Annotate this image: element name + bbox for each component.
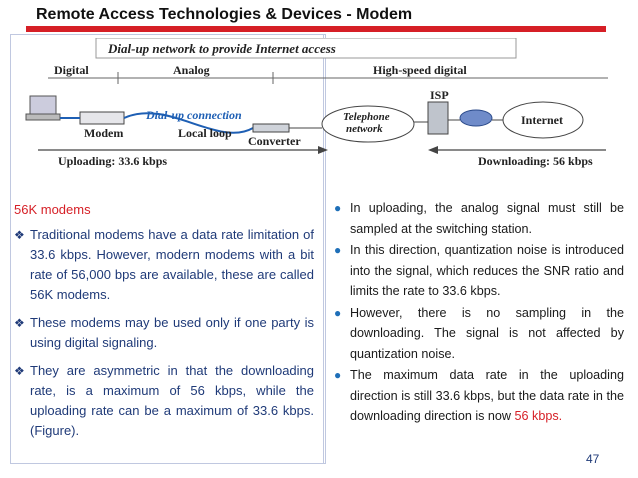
circle-bullet-icon: ● xyxy=(334,201,342,215)
circle-bullet-icon: ● xyxy=(334,243,342,257)
right-column: ● In uploading, the analog signal must s… xyxy=(334,198,624,428)
download-arrow-icon xyxy=(428,146,606,154)
label-dialup-connection: Dial-up connection xyxy=(146,108,242,122)
right-frame xyxy=(323,34,329,464)
right-bullet-text: However, there is no sampling in the dow… xyxy=(350,305,624,361)
segment-high-speed: High-speed digital xyxy=(373,63,467,77)
diamond-bullet-icon: ❖ xyxy=(14,364,25,378)
label-converter: Converter xyxy=(248,134,301,148)
circle-bullet-icon: ● xyxy=(334,368,342,382)
isp-server-icon xyxy=(427,101,449,135)
left-bullet-text: These modems may be used only if one par… xyxy=(30,315,314,350)
diamond-bullet-icon: ❖ xyxy=(14,316,25,330)
right-bullet-text: In this direction, quantization noise is… xyxy=(350,243,624,298)
label-network: network xyxy=(346,123,383,135)
label-uploading: Uploading: 33.6 kbps xyxy=(58,154,168,168)
label-modem: Modem xyxy=(84,126,124,140)
right-bullet: ● The maximum data rate in the uploading… xyxy=(334,365,624,427)
label-telephone: Telephone xyxy=(343,111,390,123)
circle-bullet-icon: ● xyxy=(334,305,342,320)
label-downloading: Downloading: 56 kbps xyxy=(478,154,593,168)
section-heading-56k: 56K modems xyxy=(14,202,91,217)
right-bullet: ● In uploading, the analog signal must s… xyxy=(334,198,624,239)
segment-analog: Analog xyxy=(173,63,210,77)
left-bullet-text: They are asymmetric in that the download… xyxy=(30,363,314,438)
label-local-loop: Local loop xyxy=(178,126,232,140)
figure-title-box xyxy=(95,38,517,59)
laptop-icon xyxy=(25,95,61,121)
title-underline xyxy=(26,26,606,32)
dialup-figure: Dial-up network to provide Internet acce… xyxy=(18,38,618,178)
left-bullet: ❖ Traditional modems have a data rate li… xyxy=(14,225,314,305)
modem-icon xyxy=(79,111,125,125)
converter-icon xyxy=(252,123,290,133)
router-icon xyxy=(459,109,493,127)
page-number: 47 xyxy=(586,452,600,466)
telephone-network-cloud-icon xyxy=(321,105,415,143)
label-isp: ISP xyxy=(430,88,449,102)
figure-title: Dial-up network to provide Internet acce… xyxy=(108,41,336,56)
upload-arrow-icon xyxy=(38,146,328,154)
right-bullet-prefix: The maximum data rate in the uploading d… xyxy=(350,368,624,423)
diamond-bullet-icon: ❖ xyxy=(14,228,25,242)
left-column: 56K modems ❖ Traditional modems have a d… xyxy=(14,202,314,441)
slide-title: Remote Access Technologies & Devices - M… xyxy=(36,6,413,23)
right-bullet: ● In this direction, quantization noise … xyxy=(334,240,624,302)
left-bullet: ❖ These modems may be used only if one p… xyxy=(14,313,314,353)
highlight-56kbps: 56 kbps. xyxy=(514,409,563,423)
label-internet: Internet xyxy=(521,113,563,127)
right-bullet-text: In uploading, the analog signal must sti… xyxy=(350,201,624,236)
left-frame xyxy=(10,34,326,464)
right-bullet: ● However, there is no sampling in the d… xyxy=(334,303,624,365)
figure-drawing xyxy=(25,38,608,154)
left-bullet-text: Traditional modems have a data rate limi… xyxy=(30,227,314,302)
segment-digital: Digital xyxy=(54,63,89,77)
left-bullet: ❖ They are asymmetric in that the downlo… xyxy=(14,361,314,441)
right-bullet-text: The maximum data rate in the uploading d… xyxy=(350,365,624,427)
